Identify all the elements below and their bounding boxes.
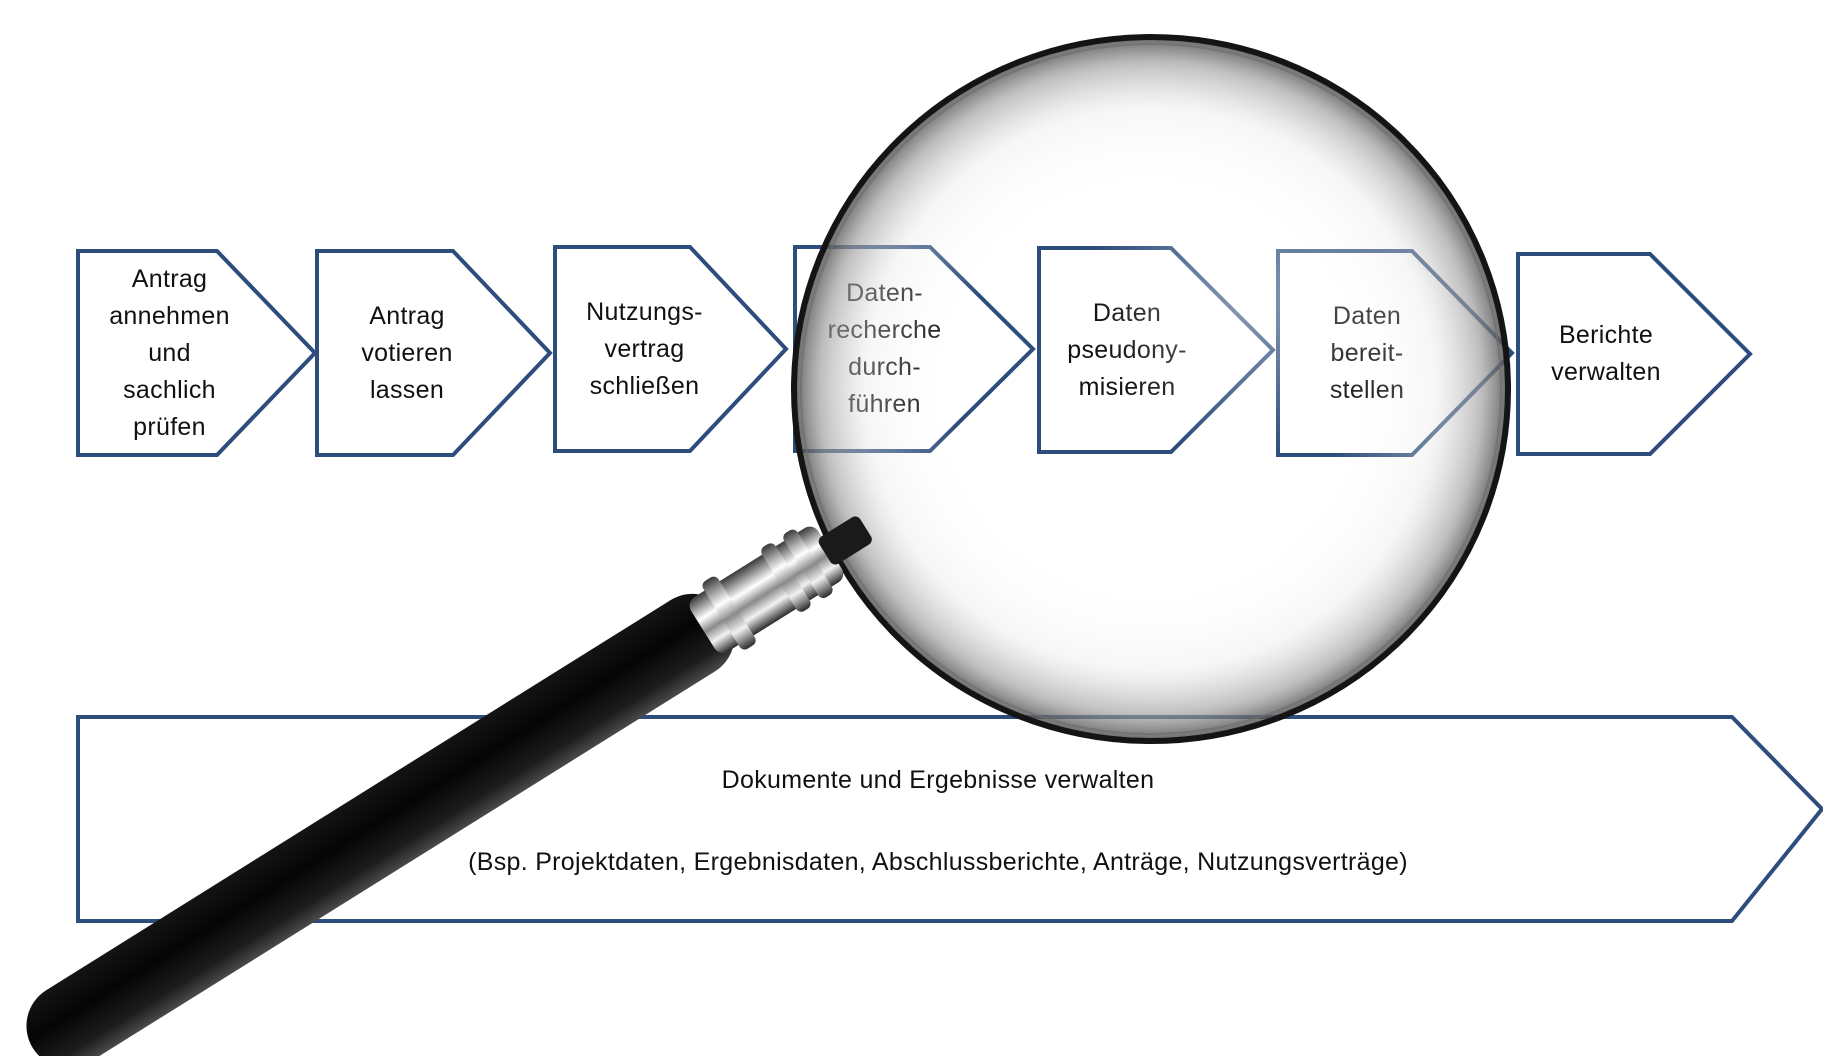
process-step-label-line: Daten- <box>846 279 923 307</box>
process-step-label-line: pseudony- <box>1067 335 1187 364</box>
process-step-antrag-pruefen: Antrag annehmen und sachlich prüfen <box>82 251 257 455</box>
process-step-antrag-votieren: Antrag votieren lassen <box>321 251 493 455</box>
process-step-label-line: stellen <box>1329 375 1405 404</box>
process-step-label-line: votieren <box>361 338 453 367</box>
process-step-label-line: bereit- <box>1330 338 1404 367</box>
process-step-label-line: Berichte <box>1558 321 1654 349</box>
process-step-label-line: verwalten <box>1551 358 1661 386</box>
documents-banner-shape <box>76 715 1823 923</box>
process-step-label-line: Daten <box>1092 298 1162 327</box>
process-step-label-line: lassen <box>369 375 445 404</box>
process-step-pseudonymisieren: Daten pseudony-misieren <box>1043 248 1211 452</box>
process-step-label-line: Antrag <box>131 264 208 293</box>
process-step-label-line: und <box>148 338 191 367</box>
process-step-label-line: vertrag <box>604 334 685 363</box>
banner-title: Dokumente und Ergebnisse verwalten <box>721 766 1155 794</box>
process-step-bereitstellen: Daten bereit-stellen <box>1282 251 1452 455</box>
process-step-label-line: durch- <box>848 353 921 381</box>
process-step-label-line: schließen <box>589 371 700 400</box>
process-step-berichte: Berichte verwalten <box>1522 254 1690 454</box>
process-step-label-line: misieren <box>1078 372 1176 401</box>
process-step-datenrecherche: Daten-recherche durch-führen <box>799 247 970 451</box>
process-step-label-line: recherche <box>827 316 942 344</box>
process-step-label-line: Antrag <box>369 301 445 330</box>
banner-subtitle: (Bsp. Projektdaten, Ergebnisdaten, Absch… <box>468 848 1408 876</box>
process-step-label-line: Daten <box>1332 301 1402 330</box>
process-step-label-line: sachlich <box>123 375 216 404</box>
process-step-label-line: Nutzungs- <box>586 297 703 326</box>
process-step-label-line: führen <box>848 390 921 418</box>
process-step-shape-berichte <box>1516 252 1753 456</box>
process-step-label-line: annehmen <box>109 301 230 330</box>
process-step-label-line: prüfen <box>133 412 206 441</box>
process-step-shape-nutzungsvertrag <box>553 245 789 453</box>
process-step-shape-antrag-pruefen <box>76 249 318 457</box>
process-step-shape-antrag-votieren <box>315 249 553 457</box>
process-step-nutzungsvertrag: Nutzungs-vertrag schließen <box>559 247 730 451</box>
